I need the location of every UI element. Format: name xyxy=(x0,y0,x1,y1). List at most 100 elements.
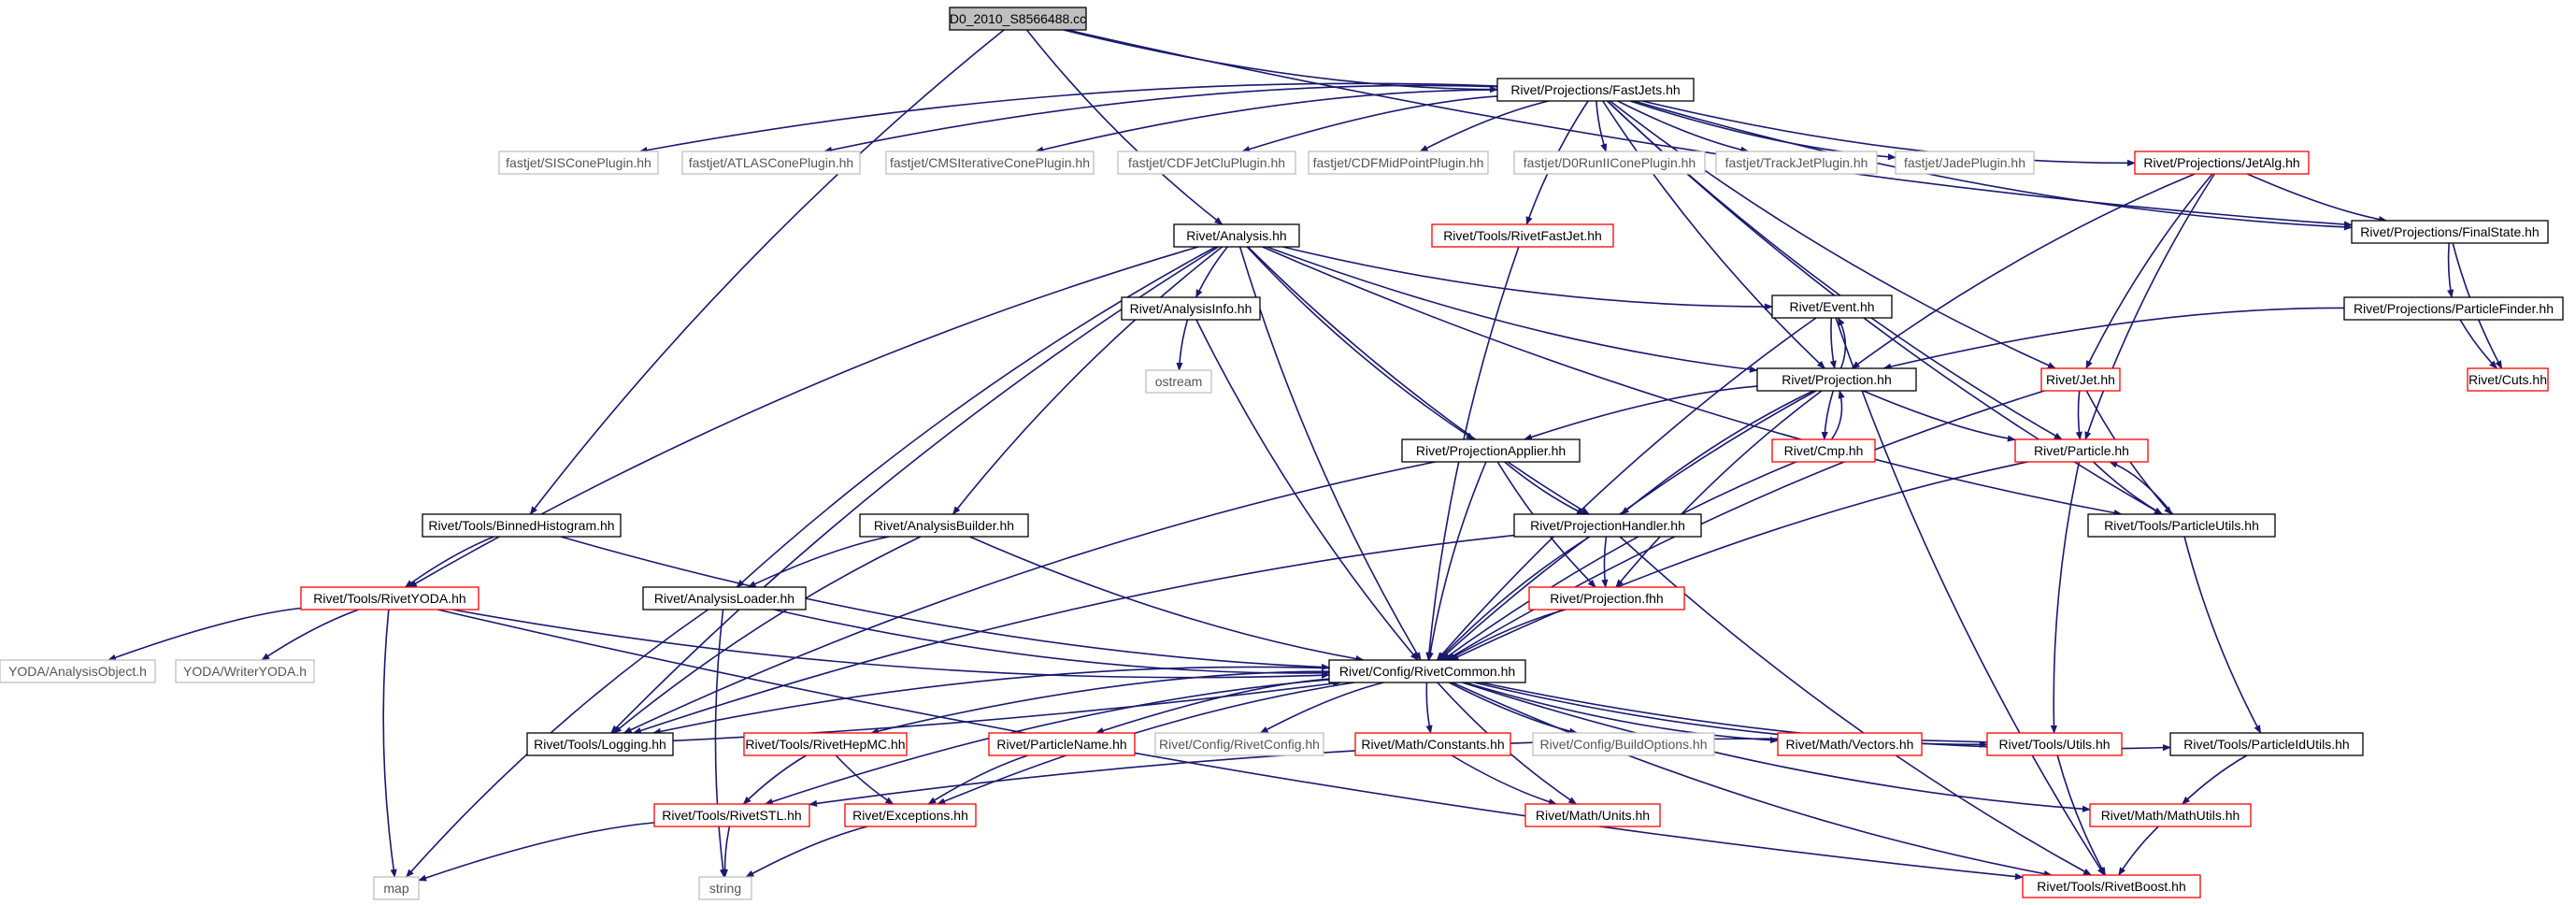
edge-particleutils-to-particleidutils xyxy=(2183,536,2262,734)
edge-root-to-analysis xyxy=(1025,29,1224,225)
node-map[interactable]: map xyxy=(373,876,420,900)
node-constants[interactable]: Rivet/Math/Constants.hh xyxy=(1354,732,1511,756)
node-analysisbuilder[interactable]: Rivet/AnalysisBuilder.hh xyxy=(859,513,1029,538)
node-string[interactable]: string xyxy=(698,876,752,900)
node-analysis[interactable]: Rivet/Analysis.hh xyxy=(1173,223,1300,248)
node-mathutils[interactable]: Rivet/Math/MathUtils.hh xyxy=(2089,803,2252,827)
node-logging[interactable]: Rivet/Tools/Logging.hh xyxy=(526,732,674,756)
edge-particlefinder-to-cuts xyxy=(2459,319,2497,369)
node-finalstate[interactable]: Rivet/Projections/FinalState.hh xyxy=(2351,220,2549,244)
node-label-cdfmid: fastjet/CDFMidPointPlugin.hh xyxy=(1313,155,1484,170)
node-label-analysis: Rivet/Analysis.hh xyxy=(1186,228,1286,243)
node-rivetcommon[interactable]: Rivet/Config/RivetCommon.hh xyxy=(1328,659,1526,683)
node-layer: D0_2010_S8566488.ccRivet/Projections/Fas… xyxy=(0,7,2564,900)
edge-fastjets-to-siscone xyxy=(638,82,1498,154)
edge-rivetcommon-to-rivetstl xyxy=(764,679,1330,805)
edge-mathutils-to-rivetboost xyxy=(2118,826,2159,876)
node-event[interactable]: Rivet/Event.hh xyxy=(1771,294,1893,319)
node-yodaobj[interactable]: YODA/AnalysisObject.h xyxy=(0,659,156,683)
node-box-particlefinder xyxy=(2343,296,2564,321)
edge-analysisinfo-to-ostream xyxy=(1176,319,1189,371)
edge-root-to-finalstate xyxy=(1066,29,2353,228)
node-jet[interactable]: Rivet/Jet.hh xyxy=(2040,367,2121,392)
node-particlefinder[interactable]: Rivet/Projections/ParticleFinder.hh xyxy=(2343,296,2564,321)
edge-analysis-to-projapplier xyxy=(1246,246,1475,440)
edge-rivetcommon-to-rivethepmc xyxy=(870,670,1330,735)
node-root[interactable]: D0_2010_S8566488.cc xyxy=(949,7,1087,31)
edge-rivetcommon-to-rivetconfig xyxy=(1259,682,1384,734)
node-projection[interactable]: Rivet/Projection.hh xyxy=(1756,367,1917,392)
node-cmsiter[interactable]: fastjet/CMSIterativeConePlugin.hh xyxy=(885,151,1095,175)
node-box-rivetconfig xyxy=(1154,732,1324,756)
node-trackjet[interactable]: fastjet/TrackJetPlugin.hh xyxy=(1715,151,1878,175)
node-particleutils[interactable]: Rivet/Tools/ParticleUtils.hh xyxy=(2087,513,2276,538)
node-box-units xyxy=(1524,803,1661,827)
node-box-d0run2 xyxy=(1513,151,1706,175)
edge-cmp-to-rivetcommon xyxy=(1441,461,1796,661)
node-d0run2[interactable]: fastjet/D0RunIIConePlugin.hh xyxy=(1513,151,1706,175)
node-jetalg[interactable]: Rivet/Projections/JetAlg.hh xyxy=(2134,151,2310,175)
edge-fastjets-to-trackjet xyxy=(1617,100,1750,153)
node-rivetstl[interactable]: Rivet/Tools/RivetSTL.hh xyxy=(653,803,810,827)
edge-fastjets-to-finalstate xyxy=(1633,100,2353,231)
node-label-rivetconfig: Rivet/Config/RivetConfig.hh xyxy=(1159,737,1320,752)
node-projfhh[interactable]: Rivet/Projection.fhh xyxy=(1528,586,1685,611)
node-rivetfastjet[interactable]: Rivet/Tools/RivetFastJet.hh xyxy=(1431,223,1614,248)
edge-utils-to-rivetboost xyxy=(2056,754,2107,876)
edge-rivetcommon-to-vectors xyxy=(1464,682,1779,744)
node-vectors[interactable]: Rivet/Math/Vectors.hh xyxy=(1777,732,1923,756)
edge-particleidutils-to-mathutils xyxy=(2182,754,2248,805)
node-box-particle xyxy=(2014,438,2149,463)
node-projapplier[interactable]: Rivet/ProjectionApplier.hh xyxy=(1401,438,1581,463)
node-label-siscone: fastjet/SISConePlugin.hh xyxy=(506,155,651,170)
node-box-yodaobj xyxy=(0,659,156,683)
node-exceptions[interactable]: Rivet/Exceptions.hh xyxy=(844,803,977,827)
edge-rivetyoda-to-yodawriter xyxy=(261,609,360,661)
edge-finalstate-to-particlefinder xyxy=(2447,242,2454,298)
edge-rivetcommon-to-logging xyxy=(652,666,1330,735)
node-analysisloader[interactable]: Rivet/AnalysisLoader.hh xyxy=(642,586,807,611)
node-binnedhisto[interactable]: Rivet/Tools/BinnedHistogram.hh xyxy=(422,513,622,538)
node-box-particleutils xyxy=(2087,513,2276,538)
node-analysisinfo[interactable]: Rivet/AnalysisInfo.hh xyxy=(1121,296,1261,321)
node-rivetconfig[interactable]: Rivet/Config/RivetConfig.hh xyxy=(1154,732,1324,756)
node-buildoptions[interactable]: Rivet/Config/BuildOptions.hh xyxy=(1532,732,1715,756)
node-ostream[interactable]: ostream xyxy=(1145,369,1212,394)
node-cmp[interactable]: Rivet/Cmp.hh xyxy=(1771,438,1876,463)
node-label-rivethepmc: Rivet/Tools/RivetHepMC.hh xyxy=(745,737,905,752)
node-particlename[interactable]: Rivet/ParticleName.hh xyxy=(988,732,1136,756)
node-yodawriter[interactable]: YODA/WriterYODA.h xyxy=(175,659,315,683)
node-units[interactable]: Rivet/Math/Units.hh xyxy=(1524,803,1661,827)
edge-projapplier-to-rivetcommon xyxy=(1426,461,1487,661)
node-box-map xyxy=(373,876,420,900)
node-atlascone[interactable]: fastjet/ATLASConePlugin.hh xyxy=(681,151,861,175)
edge-binnedhisto-to-rivetyoda xyxy=(404,536,494,588)
node-label-rivetcommon: Rivet/Config/RivetCommon.hh xyxy=(1339,664,1515,679)
node-fastjets[interactable]: Rivet/Projections/FastJets.hh xyxy=(1496,78,1695,102)
node-rivethepmc[interactable]: Rivet/Tools/RivetHepMC.hh xyxy=(743,732,908,756)
node-siscone[interactable]: fastjet/SISConePlugin.hh xyxy=(498,151,659,175)
edge-event-to-projection xyxy=(1829,317,1837,369)
node-label-jade: fastjet/JadePlugin.hh xyxy=(1904,155,2025,170)
node-label-vectors: Rivet/Math/Vectors.hh xyxy=(1786,737,1914,752)
edge-projection-to-projhandler xyxy=(1620,390,1814,515)
node-particleidutils[interactable]: Rivet/Tools/ParticleIdUtils.hh xyxy=(2169,732,2364,756)
node-particle[interactable]: Rivet/Particle.hh xyxy=(2014,438,2149,463)
node-box-rivethepmc xyxy=(743,732,908,756)
node-label-cmsiter: fastjet/CMSIterativeConePlugin.hh xyxy=(890,155,1090,170)
node-label-analysisinfo: Rivet/AnalysisInfo.hh xyxy=(1130,301,1252,316)
edge-jet-to-rivetcommon xyxy=(1445,390,2045,661)
node-projhandler[interactable]: Rivet/ProjectionHandler.hh xyxy=(1513,513,1702,538)
node-box-cdfmid xyxy=(1308,151,1489,175)
node-box-analysis xyxy=(1173,223,1300,248)
node-box-binnedhisto xyxy=(422,513,622,538)
node-jade[interactable]: fastjet/JadePlugin.hh xyxy=(1895,151,2035,175)
node-rivetboost[interactable]: Rivet/Tools/RivetBoost.hh xyxy=(2022,874,2201,898)
node-cdfmid[interactable]: fastjet/CDFMidPointPlugin.hh xyxy=(1308,151,1489,175)
edge-projhandler-to-logging xyxy=(633,534,1515,734)
node-label-rivetboost: Rivet/Tools/RivetBoost.hh xyxy=(2037,879,2186,894)
node-cdfjetclu[interactable]: fastjet/CDFJetCluPlugin.hh xyxy=(1117,151,1296,175)
node-utils[interactable]: Rivet/Tools/Utils.hh xyxy=(1986,732,2123,756)
node-rivetyoda[interactable]: Rivet/Tools/RivetYODA.hh xyxy=(300,586,479,611)
node-cuts[interactable]: Rivet/Cuts.hh xyxy=(2467,367,2549,392)
